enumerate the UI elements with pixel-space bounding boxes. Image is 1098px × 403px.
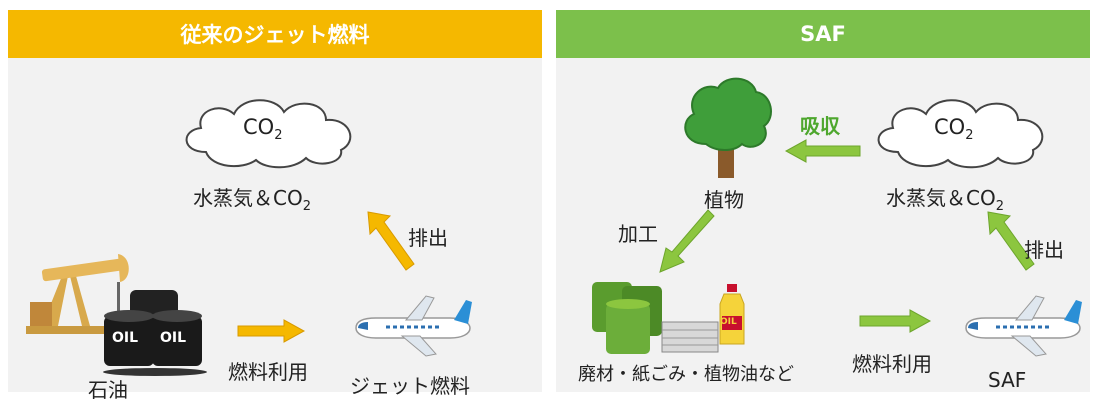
waste-label: 廃材・紙ごみ・植物油など bbox=[578, 364, 794, 385]
paper-stack-icon bbox=[661, 321, 719, 353]
absorb-arrow-icon bbox=[784, 139, 861, 163]
oil-barrels-icon bbox=[103, 290, 207, 376]
emit-label: 排出 bbox=[1024, 238, 1064, 262]
green-drums-icon bbox=[592, 282, 662, 354]
oil-bottle-icon bbox=[719, 284, 745, 345]
emit-label: 排出 bbox=[408, 226, 448, 250]
barrel-label-2: OIL bbox=[160, 330, 187, 346]
oil-pump-icon bbox=[26, 254, 129, 334]
use-label: 燃料利用 bbox=[852, 352, 932, 376]
conventional-jet-fuel-panel: 従来のジェット燃料 CO2 水蒸気＆CO2 排出 OIL OIL 石油 燃料利用 bbox=[8, 10, 542, 402]
absorb-label: 吸収 bbox=[800, 114, 840, 138]
plant-label: 植物 bbox=[704, 188, 744, 212]
vapor-co2-label: 水蒸気＆CO2 bbox=[193, 186, 311, 214]
oil-label: 石油 bbox=[88, 378, 128, 402]
cloud-icon bbox=[877, 99, 1044, 169]
saf-label: SAF bbox=[988, 368, 1027, 392]
jet-fuel-label: ジェット燃料 bbox=[350, 374, 470, 398]
saf-panel-title: SAF bbox=[556, 10, 1090, 58]
emit-arrow-icon bbox=[987, 211, 1035, 271]
use-arrow-icon bbox=[859, 309, 932, 333]
saf-panel: SAF 植物 吸収 CO2 水蒸気＆CO2 加工 排出 bbox=[556, 10, 1090, 392]
airplane-icon bbox=[965, 295, 1082, 357]
airplane-icon bbox=[355, 295, 472, 357]
process-arrow-icon bbox=[659, 209, 715, 273]
cloud-co2-text: CO2 bbox=[243, 115, 283, 144]
barrel-label-1: OIL bbox=[112, 330, 139, 346]
cloud-co2-text: CO2 bbox=[934, 115, 974, 144]
conventional-panel-title: 従来のジェット燃料 bbox=[8, 10, 542, 58]
emit-arrow-icon bbox=[367, 211, 415, 271]
use-label: 燃料利用 bbox=[228, 360, 308, 384]
use-arrow-icon bbox=[237, 319, 306, 343]
bottle-label: OIL bbox=[720, 317, 737, 327]
vapor-co2-label: 水蒸気＆CO2 bbox=[886, 186, 1004, 214]
cloud-icon bbox=[185, 99, 352, 169]
tree-icon bbox=[684, 77, 772, 178]
process-label: 加工 bbox=[618, 222, 658, 246]
